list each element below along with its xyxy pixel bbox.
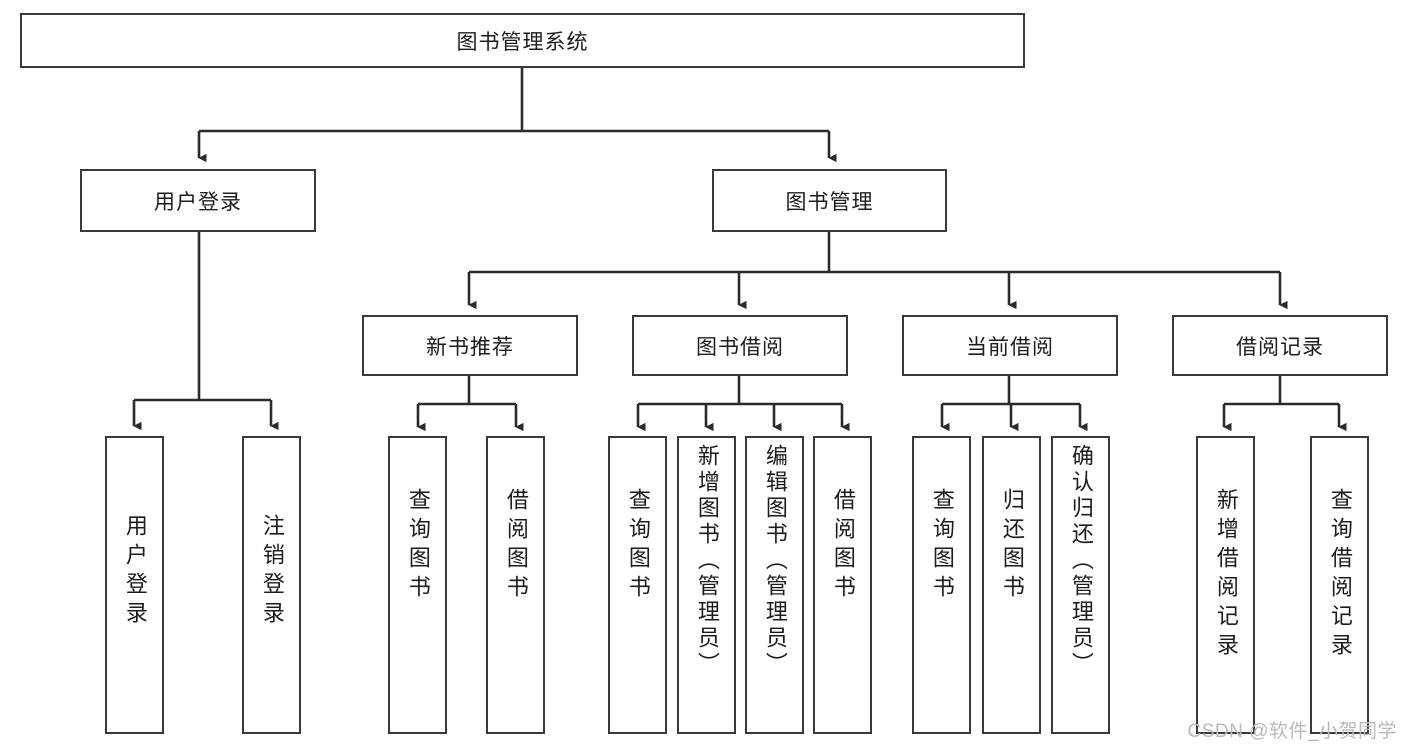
leaf-query-book-current[interactable]: 查询图书 xyxy=(912,436,971,734)
leaf-add-book-admin[interactable]: 新增图书（管理员） xyxy=(677,436,736,734)
leaf-user-login[interactable]: 用户登录 xyxy=(105,436,164,734)
node-label: 新增借阅记录 xyxy=(1213,488,1239,662)
leaf-query-book-recommend[interactable]: 查询图书 xyxy=(388,436,447,734)
node-label: 查询图书 xyxy=(625,488,651,604)
node-label: 图书管理 xyxy=(785,190,874,214)
node-label: 确认归还（管理员） xyxy=(1068,444,1094,678)
node-current-borrow[interactable]: 当前借阅 xyxy=(902,315,1118,376)
node-label: 借阅记录 xyxy=(1236,335,1324,359)
node-label: 借阅图书 xyxy=(503,488,529,604)
leaf-query-book-borrow[interactable]: 查询图书 xyxy=(608,436,667,734)
node-label: 借阅图书 xyxy=(830,488,856,604)
node-label: 注销登录 xyxy=(259,514,285,630)
node-label: 新书推荐 xyxy=(426,335,514,359)
node-label: 用户登录 xyxy=(122,514,148,630)
node-label: 图书管理系统 xyxy=(456,30,589,54)
node-label: 当前借阅 xyxy=(966,335,1054,359)
node-user-login[interactable]: 用户登录 xyxy=(80,169,316,232)
csdn-watermark: CSDN @软件_小贺同学 xyxy=(1187,721,1397,742)
node-book-borrow[interactable]: 图书借阅 xyxy=(632,315,848,376)
node-book-management[interactable]: 图书管理 xyxy=(712,169,947,232)
leaf-borrow-book[interactable]: 借阅图书 xyxy=(813,436,872,734)
leaf-borrow-book-recommend[interactable]: 借阅图书 xyxy=(486,436,545,734)
node-label: 新增图书（管理员） xyxy=(694,444,720,678)
leaf-edit-book-admin[interactable]: 编辑图书（管理员） xyxy=(745,436,804,734)
leaf-return-book[interactable]: 归还图书 xyxy=(982,436,1041,734)
node-label: 查询借阅记录 xyxy=(1327,488,1353,662)
node-label: 查询图书 xyxy=(405,488,431,604)
node-label: 用户登录 xyxy=(154,190,242,214)
node-label: 查询图书 xyxy=(929,488,955,604)
node-label: 图书借阅 xyxy=(696,335,784,359)
node-label: 编辑图书（管理员） xyxy=(762,444,788,678)
node-borrow-record[interactable]: 借阅记录 xyxy=(1172,315,1388,376)
leaf-query-borrow-record[interactable]: 查询借阅记录 xyxy=(1310,436,1369,734)
leaf-logout-login[interactable]: 注销登录 xyxy=(242,436,301,734)
node-root-system[interactable]: 图书管理系统 xyxy=(20,13,1025,68)
node-new-book-recommend[interactable]: 新书推荐 xyxy=(362,315,578,376)
node-label: 归还图书 xyxy=(999,488,1025,604)
leaf-add-borrow-record[interactable]: 新增借阅记录 xyxy=(1196,436,1255,734)
leaf-confirm-return-admin[interactable]: 确认归还（管理员） xyxy=(1051,436,1110,734)
